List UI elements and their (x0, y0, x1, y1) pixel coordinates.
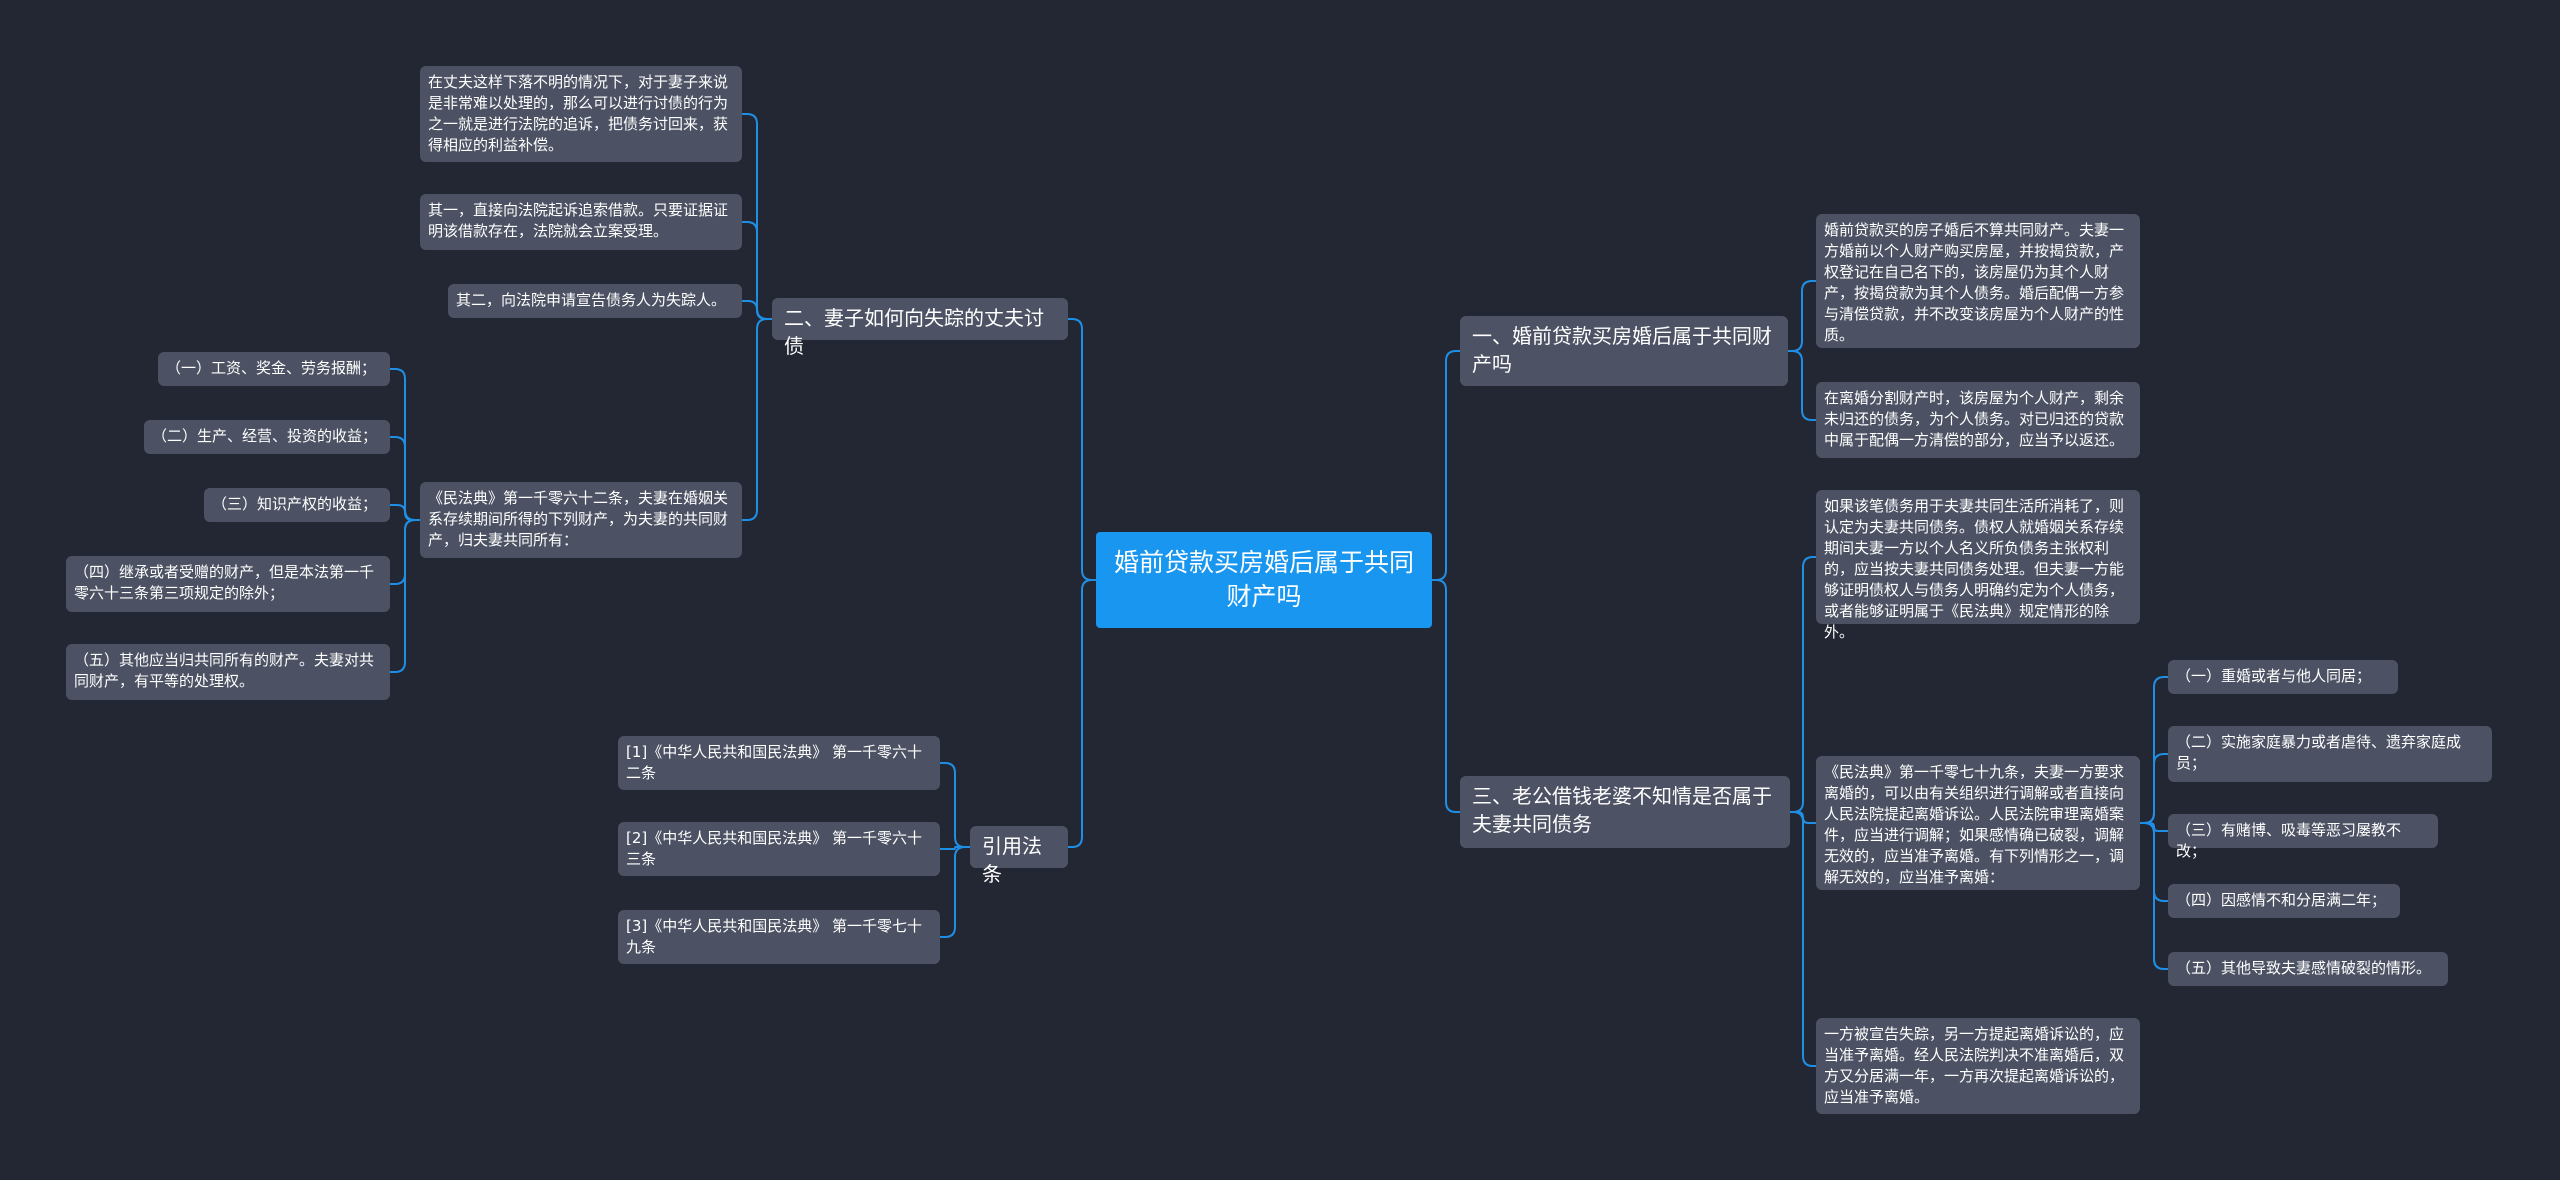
leaf-b2-1[interactable]: 其一，直接向法院起诉追索借款。只要证据证明该借款存在，法院就会立案受理。 (420, 194, 742, 250)
link-b3-sub-1 (2140, 753, 2168, 824)
link-root-b2 (1068, 318, 1096, 581)
leaf-b3-sub-1[interactable]: （二）实施家庭暴力或者虐待、遗弃家庭成员； (2168, 726, 2492, 782)
leaf-b2-2[interactable]: 其二，向法院申请宣告债务人为失踪人。 (448, 284, 742, 318)
link-b2-3 (742, 318, 772, 521)
link-b1-0 (1788, 280, 1816, 352)
link-b2-sub-0 (390, 368, 420, 521)
leaf-b4-0[interactable]: [1]《中华人民共和国民法典》 第一千零六十二条 (618, 736, 940, 790)
leaf-b2-sub-1[interactable]: （二）生产、经营、投资的收益； (144, 420, 390, 454)
link-b2-sub-2 (390, 504, 420, 521)
link-root-b3 (1432, 579, 1460, 813)
leaf-b1-0[interactable]: 婚前贷款买的房子婚后不算共同财产。夫妻一方婚前以个人财产购买房屋，并按揭贷款，产… (1816, 214, 2140, 348)
link-root-b1 (1432, 350, 1460, 581)
leaf-b2-sub-2[interactable]: （三）知识产权的收益； (204, 488, 390, 522)
link-b3-1 (1790, 811, 1816, 824)
link-b4-2 (940, 846, 970, 938)
link-root-b4 (1068, 579, 1096, 848)
link-b4-0 (940, 762, 970, 848)
leaf-b2-sub-0[interactable]: （一）工资、奖金、劳务报酬； (158, 352, 390, 386)
link-b2-sub-3 (390, 519, 420, 585)
branch-cited-laws[interactable]: 引用法条 (970, 826, 1068, 886)
leaf-b3-0[interactable]: 如果该笔债务用于夫妻共同生活所消耗了，则认定为夫妻共同债务。债权人就婚姻关系存续… (1816, 490, 2140, 641)
link-b2-1 (742, 221, 772, 320)
leaf-b3-sub-3[interactable]: （四）因感情不和分居满二年； (2168, 884, 2400, 918)
link-b3-sub-0 (2140, 676, 2168, 824)
link-b2-sub-4 (390, 519, 420, 673)
leaf-b2-3[interactable]: 《民法典》第一千零六十二条，夫妻在婚姻关系存续期间所得的下列财产，为夫妻的共同财… (420, 482, 742, 558)
leaf-b3-sub-2[interactable]: （三）有赌博、吸毒等恶习屡教不改； (2168, 814, 2438, 860)
leaf-b4-2[interactable]: [3]《中华人民共和国民法典》 第一千零七十九条 (618, 910, 940, 964)
link-b2-2 (742, 300, 772, 320)
link-b3-sub-4 (2140, 822, 2168, 970)
link-b3-2 (1790, 811, 1816, 1067)
link-b3-sub-3 (2140, 822, 2168, 902)
link-b1-1 (1788, 350, 1816, 421)
link-b3-sub-2 (2140, 822, 2168, 832)
link-b4-1 (940, 846, 970, 850)
leaf-b3-sub-0[interactable]: （一）重婚或者与他人同居； (2168, 660, 2398, 694)
leaf-b4-1[interactable]: [2]《中华人民共和国民法典》 第一千零六十三条 (618, 822, 940, 876)
branch-premarital-loan[interactable]: 一、婚前贷款买房婚后属于共同财产吗 (1460, 316, 1788, 386)
leaf-b2-sub-3[interactable]: （四）继承或者受赠的财产，但是本法第一千零六十三条第三项规定的除外； (66, 556, 390, 612)
branch-missing-husband[interactable]: 二、妻子如何向失踪的丈夫讨债 (772, 298, 1068, 358)
link-b2-0 (742, 113, 772, 320)
root-topic[interactable]: 婚前贷款买房婚后属于共同财产吗 (1096, 532, 1432, 628)
leaf-b3-sub-4[interactable]: （五）其他导致夫妻感情破裂的情形。 (2168, 952, 2448, 986)
leaf-b3-2[interactable]: 一方被宣告失踪，另一方提起离婚诉讼的，应当准予离婚。经人民法院判决不准离婚后，双… (1816, 1018, 2140, 1114)
leaf-b2-sub-4[interactable]: （五）其他应当归共同所有的财产。夫妻对共同财产，有平等的处理权。 (66, 644, 390, 700)
leaf-b1-1[interactable]: 在离婚分割财产时，该房屋为个人财产，剩余未归还的债务，为个人债务。对已归还的贷款… (1816, 382, 2140, 458)
leaf-b2-0[interactable]: 在丈夫这样下落不明的情况下，对于妻子来说是非常难以处理的，那么可以进行讨债的行为… (420, 66, 742, 162)
link-b3-0 (1790, 556, 1816, 813)
branch-husband-debt[interactable]: 三、老公借钱老婆不知情是否属于夫妻共同债务 (1460, 776, 1790, 848)
link-b2-sub-1 (390, 436, 420, 521)
leaf-b3-1[interactable]: 《民法典》第一千零七十九条，夫妻一方要求离婚的，可以由有关组织进行调解或者直接向… (1816, 756, 2140, 890)
